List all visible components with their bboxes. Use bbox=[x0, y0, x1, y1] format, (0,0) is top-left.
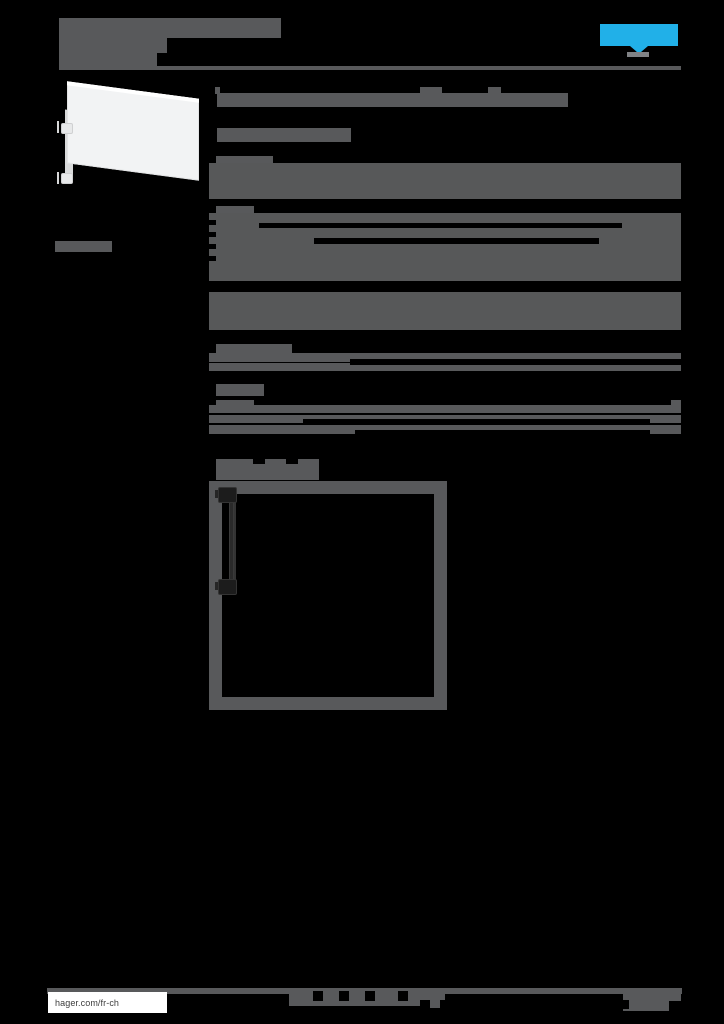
page-subtitle-secondary bbox=[59, 53, 157, 66]
spec-table-2-value-right bbox=[671, 400, 681, 406]
spec-table-1-row-notch bbox=[209, 232, 216, 237]
description-heading bbox=[216, 156, 273, 164]
drawing-heading-gap-b bbox=[286, 457, 298, 464]
footer-text-gap bbox=[339, 991, 349, 1001]
product-clip-bottom bbox=[61, 173, 73, 184]
spec-table-2-gap-b bbox=[355, 430, 650, 436]
footer-page-number-line-2 bbox=[623, 1001, 669, 1011]
product-title bbox=[217, 93, 568, 107]
sidebar-caption bbox=[55, 241, 112, 252]
footer-url-text: hager.com/fr-ch bbox=[55, 997, 120, 1008]
drawing-heading bbox=[216, 459, 319, 480]
technical-drawing-content bbox=[209, 481, 447, 710]
spec-table-1b bbox=[209, 292, 681, 330]
drawing-rail-edge bbox=[234, 490, 236, 592]
spec-table-1-row-notch bbox=[209, 244, 216, 249]
drawing-bracket-stub-bottom bbox=[215, 582, 220, 590]
hager-logo-notch-icon bbox=[630, 46, 648, 53]
header-divider bbox=[59, 66, 681, 70]
spec-table-1-row-gap-a bbox=[259, 223, 622, 228]
section-2-row-2 bbox=[209, 363, 681, 371]
section-2-row-gap bbox=[350, 359, 681, 365]
spec-table-1-heading bbox=[216, 206, 254, 214]
footer-text-gap bbox=[313, 991, 323, 1001]
footer-url-link[interactable]: hager.com/fr-ch bbox=[48, 992, 167, 1013]
product-title-marker-left bbox=[215, 87, 220, 94]
section-2-row-1 bbox=[209, 353, 681, 362]
dimension-tick-top bbox=[57, 121, 59, 133]
spec-table-2-gap-a bbox=[303, 419, 650, 424]
spec-table-2-heading bbox=[216, 400, 254, 406]
drawing-clamp-bottom bbox=[218, 579, 237, 595]
drawing-heading-gap-a bbox=[253, 457, 265, 464]
technical-drawing-frame bbox=[209, 481, 447, 710]
hager-logo-shadow bbox=[627, 52, 649, 57]
footer-text-gap bbox=[398, 991, 408, 1001]
footer-text-tail bbox=[430, 1000, 440, 1008]
spec-table-2-row bbox=[209, 425, 681, 434]
spec-table-1-row-gap-b bbox=[314, 238, 599, 244]
spec-table-1-row-notch bbox=[209, 256, 216, 261]
footer-text-gap bbox=[365, 991, 375, 1001]
drawing-clamp-top bbox=[218, 487, 237, 503]
footer-page-number-gap bbox=[623, 1000, 629, 1009]
hager-logo bbox=[600, 24, 678, 57]
description-body bbox=[209, 163, 681, 199]
product-title-marker-mid bbox=[420, 87, 442, 94]
page-title bbox=[59, 18, 281, 38]
drawing-rail-profile bbox=[229, 490, 234, 592]
product-subtitle bbox=[217, 128, 351, 142]
section-3-heading bbox=[216, 384, 264, 396]
footer-page-number bbox=[623, 988, 681, 1001]
hager-logo-wordmark bbox=[600, 24, 678, 46]
product-clip-top bbox=[61, 123, 73, 134]
product-title-marker-right bbox=[488, 87, 501, 94]
product-photo bbox=[55, 81, 205, 198]
page-subtitle bbox=[59, 38, 167, 53]
spec-table-2-row bbox=[209, 405, 681, 413]
dimension-tick-bottom bbox=[57, 172, 59, 184]
spec-table-1-row-notch bbox=[209, 220, 216, 225]
footer-text-line-2 bbox=[289, 1000, 420, 1006]
section-2-heading bbox=[216, 344, 292, 353]
drawing-bracket-stub-top bbox=[215, 490, 220, 498]
